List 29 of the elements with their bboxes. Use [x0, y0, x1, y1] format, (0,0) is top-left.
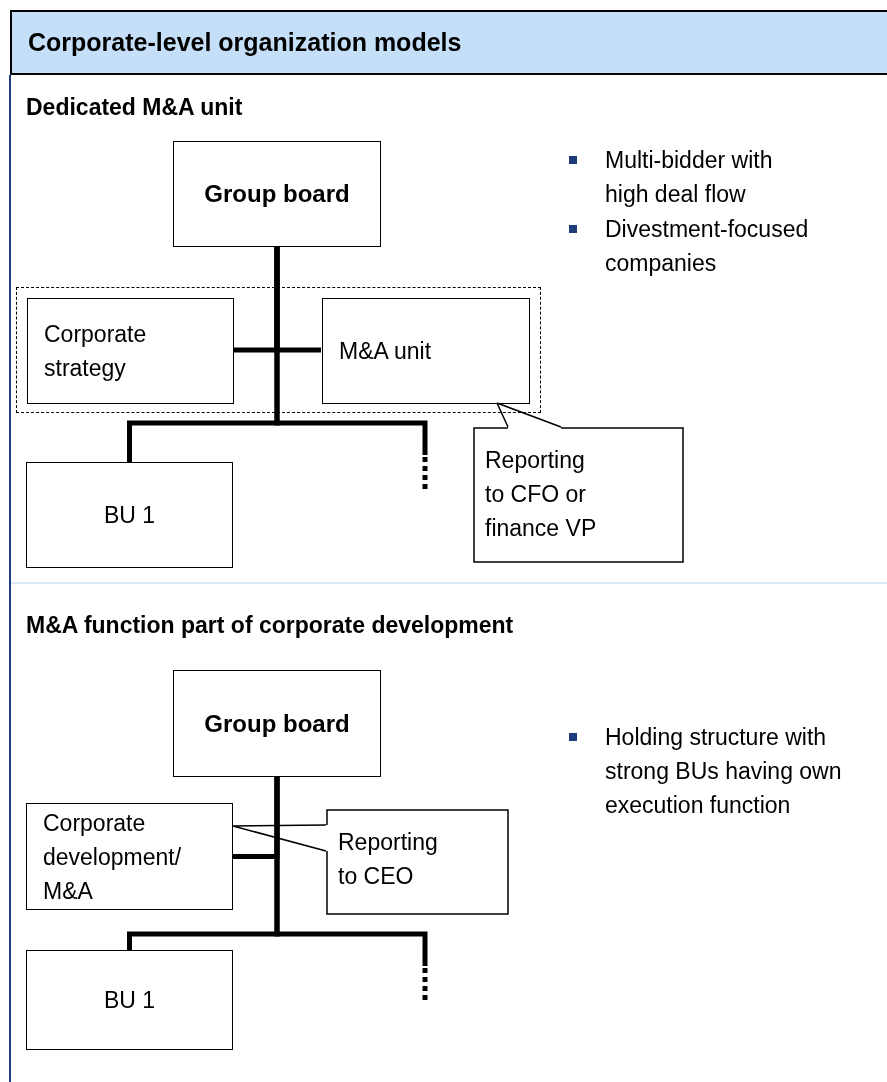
callout-pointer — [496, 402, 562, 428]
box-label: Group board — [204, 708, 350, 739]
bullet-text: Holding structure with strong BUs having own execution function — [605, 723, 843, 820]
org-box — [27, 298, 234, 404]
box-label: Group board — [204, 179, 350, 209]
callout-pointer — [232, 824, 327, 852]
section-heading: M&A function part of corporate development — [26, 611, 515, 640]
title: Corporate-level organization models — [28, 26, 462, 58]
connector-line — [274, 247, 428, 455]
connector-line — [274, 777, 428, 966]
org-box — [26, 803, 233, 910]
section-heading: Dedicated M&A unit — [26, 93, 244, 122]
box-label: M&A unit — [339, 337, 432, 366]
callout-text: Reporting to CFO or finance VP — [485, 446, 598, 543]
org-box — [26, 462, 233, 568]
bullet-text: Multi-bidder with high deal flow — [605, 146, 774, 209]
box-label: BU 1 — [103, 501, 156, 530]
dashed-group-box — [16, 287, 541, 413]
callout-box — [473, 427, 684, 563]
box-label: Corporate development/ M&A — [43, 808, 183, 906]
org-box — [26, 950, 233, 1050]
box-label: BU 1 — [103, 986, 156, 1015]
org-box — [322, 298, 530, 404]
org-box — [173, 141, 381, 247]
callout-box — [326, 809, 509, 915]
bullet-text: Divestment-focused companies — [605, 215, 810, 278]
box-label: Corporate strategy — [44, 320, 148, 383]
org-box — [173, 670, 381, 777]
callout-text: Reporting to CEO — [338, 828, 439, 891]
